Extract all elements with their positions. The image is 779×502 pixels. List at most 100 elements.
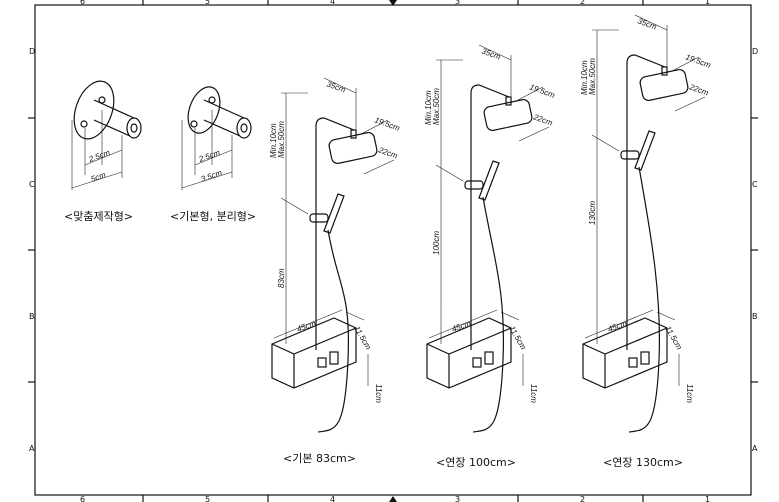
dim-rod-height: 130cm [588, 201, 597, 225]
thermostatic-shelf [582, 317, 668, 389]
column-label: 5 [205, 0, 210, 6]
hand-shower [634, 130, 656, 171]
column-label: 2 [580, 495, 585, 502]
control-knob [640, 351, 650, 365]
shower-head [483, 98, 533, 132]
dim-shelf-height: 11cm [529, 384, 538, 403]
dim-shelf-width: 45cm [296, 319, 318, 334]
column-label: 4 [330, 495, 335, 502]
row-label: B [29, 312, 35, 321]
column-label: 1 [705, 0, 710, 6]
dimension-lines [273, 77, 395, 386]
row-label: A [29, 444, 35, 453]
dim-inner: 2.5cm [197, 148, 222, 164]
column-label: 4 [330, 0, 335, 6]
dim-head-depth: 22cm [376, 145, 399, 161]
shower-rod [470, 84, 510, 350]
column-label: 3 [455, 0, 460, 6]
slide-holder [620, 150, 640, 160]
dim-shelf-width: 45cm [451, 319, 473, 334]
shower-caption: <연장 100cm> [436, 456, 516, 469]
dim-inner: 2.5cm [87, 148, 112, 164]
row-label: D [29, 47, 35, 56]
shower-caption: <연장 130cm> [603, 456, 683, 469]
screw-icon [98, 96, 106, 104]
column-label: 3 [455, 495, 460, 502]
row-label: B [752, 312, 758, 321]
dim-shelf-depth: 11.5cm [663, 325, 684, 352]
bracket-pipe [203, 99, 245, 137]
column-label: 2 [580, 0, 585, 6]
slide-holder [309, 213, 329, 223]
dim-head-width: 19.5cm [684, 52, 712, 70]
control-knob [472, 357, 482, 368]
shower-head-joint [350, 129, 357, 139]
dim-head-width: 19.5cm [528, 82, 556, 100]
column-label: 5 [205, 495, 210, 502]
slide-holder [464, 180, 484, 190]
dim-shelf-height: 11cm [374, 384, 383, 403]
control-knob [317, 357, 327, 368]
shelf-edge [582, 327, 668, 388]
thermostatic-shelf [271, 317, 357, 389]
shower-caption: <기본 83cm> [283, 452, 356, 465]
shower-rod [626, 54, 666, 350]
hand-shower [478, 160, 500, 201]
row-label: C [29, 180, 35, 189]
dim-shelf-width: 45cm [607, 319, 629, 334]
bracket-pipe-end [126, 117, 142, 139]
dim-rod-height: 100cm [432, 231, 441, 255]
drawing-frame [34, 4, 752, 496]
screw-icon [190, 120, 198, 128]
dim-adjust-max: Max.50cm [588, 58, 597, 95]
row-label: C [752, 180, 758, 189]
shower-head-joint [661, 66, 668, 76]
dim-shelf-depth: 11.5cm [507, 325, 528, 352]
dim-adjust-min: Min.10cm [580, 60, 589, 95]
dim-adjust-max: Max.50cm [277, 121, 286, 158]
screw-icon [80, 120, 88, 128]
shower-hose [317, 229, 350, 433]
bracket-plate [73, 80, 115, 140]
dim-shelf-height: 11cm [685, 384, 694, 403]
center-arrow-icon [389, 496, 397, 502]
dimension-lines [584, 14, 706, 386]
row-label: D [752, 47, 758, 56]
dim-arm: 35cm [480, 46, 502, 61]
column-label: 6 [80, 495, 85, 502]
hand-shower [323, 193, 345, 234]
column-label: 1 [705, 495, 710, 502]
shower-head [639, 68, 689, 102]
dimension-lines [428, 44, 550, 386]
bracket-pipe-hole [240, 123, 248, 133]
bracket-pipe-hole [130, 123, 138, 133]
dim-head-depth: 22cm [687, 82, 710, 98]
dim-arm: 35cm [636, 16, 658, 31]
column-label: 6 [80, 0, 85, 6]
dim-outer: 5cm [90, 170, 108, 184]
bracket-pipe-end [236, 117, 252, 139]
center-arrow-icon [389, 0, 397, 6]
dim-head-width: 19.5cm [373, 115, 401, 133]
dim-adjust-min: Min.10cm [424, 90, 433, 125]
control-knob [628, 357, 638, 368]
dim-adjust-max: Max.50cm [432, 88, 441, 125]
shower-hose [628, 166, 661, 433]
shower-hose [472, 196, 505, 433]
shower-head-joint [505, 96, 512, 106]
shower-head [328, 131, 378, 165]
screw-icon [208, 96, 216, 104]
shelf-edge [271, 327, 357, 388]
dim-rod-height: 83cm [277, 268, 286, 288]
bracket-plate [187, 86, 221, 134]
dim-adjust-min: Min.10cm [269, 123, 278, 158]
dimension-lines [71, 110, 123, 190]
